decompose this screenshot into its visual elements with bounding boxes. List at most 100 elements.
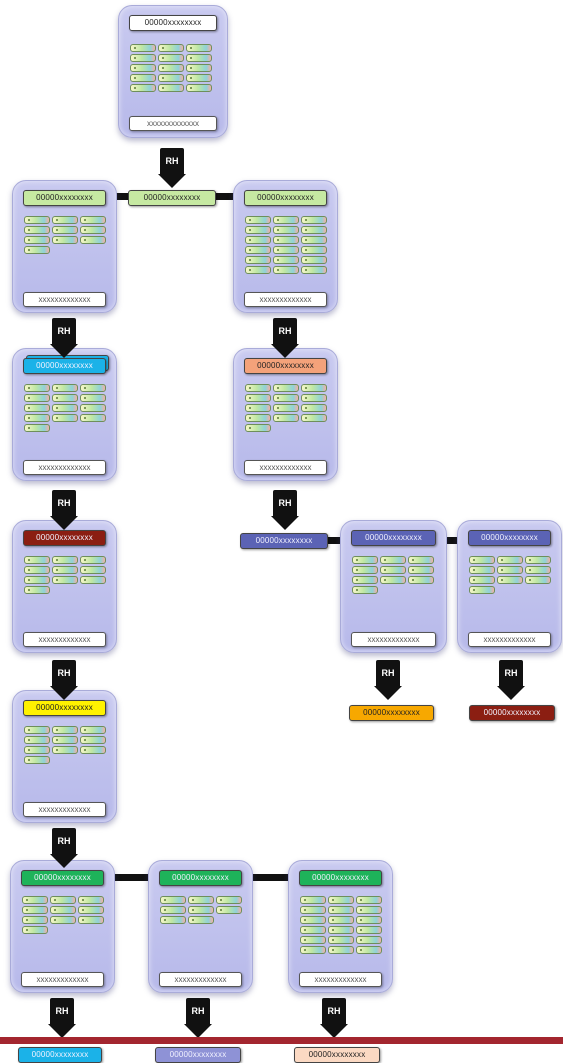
code-pill [300,946,326,954]
code-pill [52,576,78,584]
chip-blue: 00000xxxxxxxx [18,1047,102,1063]
node-footer-bottom-b: xxxxxxxxxxxxx [159,972,242,987]
rh-label: RH [165,156,179,166]
rh-label: RH [55,1006,69,1016]
code-pill [273,216,299,224]
code-pill [188,896,214,904]
code-pill [22,926,48,934]
code-pill [380,576,406,584]
code-pill [328,946,354,954]
node-footer-right-3b: xxxxxxxxxxxxx [468,632,551,647]
code-pill [273,404,299,412]
code-pill [469,566,495,574]
code-pill [356,896,382,904]
chip-orange: 00000xxxxxxxx [349,705,434,721]
code-pill [80,216,106,224]
rh-label: RH [57,836,71,846]
code-pill [52,384,78,392]
connector-bar [214,193,234,200]
code-pill [497,556,523,564]
code-pill [186,84,212,92]
code-pill [300,896,326,904]
code-pill [356,926,382,934]
node-footer-bottom-a: xxxxxxxxxxxxx [21,972,104,987]
code-pill [497,576,523,584]
code-pill [380,566,406,574]
code-pill [52,746,78,754]
rh-arrow: RH [497,660,525,700]
code-pill [80,576,106,584]
code-pill [525,576,551,584]
code-pill [186,54,212,62]
code-pill [24,384,50,392]
code-pill [52,414,78,422]
rh-arrow: RH [320,998,348,1038]
rh-arrow: RH [158,148,186,188]
node-footer-right-3a: xxxxxxxxxxxxx [351,632,436,647]
node-header-left-4: 00000xxxxxxxx [23,700,106,716]
connector-bar [115,193,129,200]
code-pill [245,384,271,392]
code-pill [301,246,327,254]
code-pill [158,84,184,92]
node-card-right-2: 00000xxxxxxxx xxxxxxxxxxxxx [233,348,338,481]
code-pill [186,44,212,52]
chip-light-peach: 00000xxxxxxxx [294,1047,380,1063]
rh-arrow: RH [271,318,299,358]
code-pill [80,384,106,392]
code-pill [245,256,271,264]
chip-right-branch: 00000xxxxxxxx [240,533,328,549]
code-pill [130,84,156,92]
code-pill [52,394,78,402]
code-pill [245,246,271,254]
code-pill [188,906,214,914]
code-pill [301,216,327,224]
code-pill [24,556,50,564]
node-footer-left-3: xxxxxxxxxxxxx [23,632,106,647]
rh-arrow: RH [50,660,78,700]
code-pill [22,916,48,924]
code-pill [352,586,378,594]
code-pill [273,394,299,402]
code-pill [245,394,271,402]
node-footer-left-2: xxxxxxxxxxxxx [23,460,106,475]
code-pill [80,226,106,234]
rh-arrow: RH [271,490,299,530]
code-pill [328,896,354,904]
code-pill [216,906,242,914]
code-pill [80,726,106,734]
connector-bar [326,537,341,544]
code-pill [186,64,212,72]
code-pill [352,566,378,574]
code-pill [52,556,78,564]
node-footer-right-2: xxxxxxxxxxxxx [244,460,327,475]
code-pill [497,566,523,574]
rh-arrow: RH [50,318,78,358]
node-header-right-3a: 00000xxxxxxxx [351,530,436,546]
code-pill [273,256,299,264]
chip-dark-red: 00000xxxxxxxx [469,705,555,721]
code-pill [408,556,434,564]
chip-top: 00000xxxxxxxx [128,190,216,206]
code-pill [52,726,78,734]
node-header-right-2: 00000xxxxxxxx [244,358,327,374]
code-pill [78,906,104,914]
code-pill [24,226,50,234]
code-pill [273,384,299,392]
code-pill [408,566,434,574]
code-pill [525,556,551,564]
code-pill [24,566,50,574]
code-pill [50,896,76,904]
code-pill [328,936,354,944]
node-footer-right-1: xxxxxxxxxxxxx [244,292,327,307]
code-pill [186,74,212,82]
node-header-bottom-b: 00000xxxxxxxx [159,870,242,886]
code-pill [22,896,48,904]
code-pill [24,404,50,412]
connector-bar [113,874,149,881]
rh-arrow: RH [48,998,76,1038]
